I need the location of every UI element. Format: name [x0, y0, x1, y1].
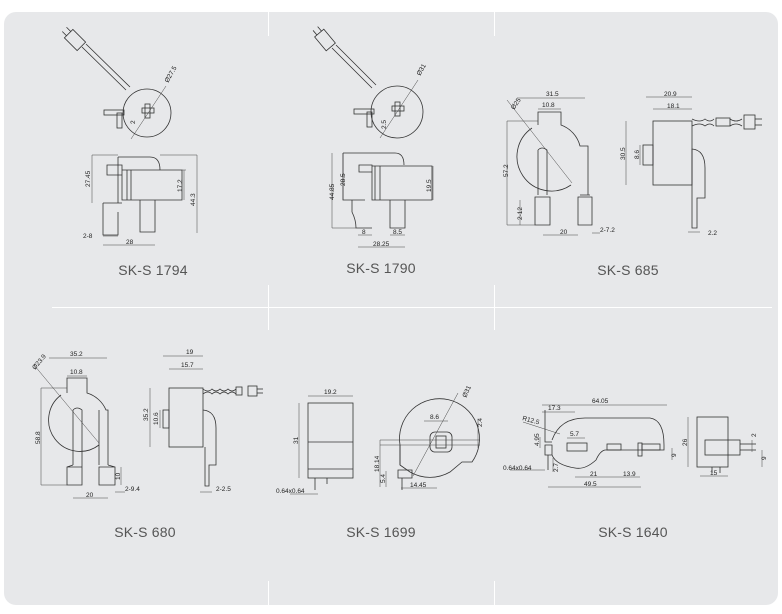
- dimension-label: 44.3: [190, 193, 197, 206]
- dimension-label: 19.2: [324, 389, 337, 396]
- dimension-label: 28.25: [373, 241, 390, 248]
- dimension-label: 17.2: [177, 179, 184, 192]
- dimension-label: 13.9: [623, 471, 636, 478]
- dimension-label: 8.5: [393, 229, 402, 236]
- product-name: SK-S 1699: [346, 524, 416, 540]
- dimension-label: 28.5: [340, 173, 347, 186]
- divider: [268, 581, 269, 605]
- dimension-label: Ø25: [510, 97, 523, 111]
- product-grid-panel: [4, 12, 778, 605]
- dimension-label: 2.7: [553, 463, 560, 472]
- divider: [494, 581, 495, 605]
- dimension-label: 0.64x0.64: [276, 488, 305, 495]
- drawing-sk-s-685: Ø25 31.5 10.8 57.2 2-12 20 2-7.2 20.9 18…: [503, 91, 762, 237]
- drawing-sk-s-1640: 64.05 17.3 R12.5 5.7 4.95 2.7 0.64x0.64 …: [503, 398, 768, 488]
- dimension-label: 2: [130, 120, 137, 124]
- divider: [494, 12, 495, 36]
- dimension-label: 35.2: [143, 408, 150, 421]
- dimension-label: 18.14: [374, 455, 381, 472]
- drawing-sk-s-1794: Ø27.5 2 27.45 17.2 44.3 2-8 28: [61, 26, 198, 246]
- dimension-label: 8.6: [430, 414, 439, 421]
- dimension-label: 2.5: [381, 120, 388, 129]
- dimension-label: 5.7: [570, 431, 579, 438]
- dimension-label: 5.4: [380, 474, 387, 483]
- dimension-label: Ø31: [416, 63, 428, 77]
- dimension-label: 27.45: [85, 170, 92, 187]
- dimension-label: 2-9.4: [125, 486, 140, 493]
- dimension-label: 31.5: [546, 91, 559, 98]
- dimension-label: 15.7: [181, 362, 194, 369]
- dimension-label: R12.5: [521, 415, 540, 426]
- dimension-label: 2: [751, 433, 758, 437]
- dimension-label: 4.95: [534, 433, 541, 446]
- dimension-label: 18.1: [667, 103, 680, 110]
- dimension-label: 14.45: [410, 482, 427, 489]
- dimension-label: 20.9: [664, 91, 677, 98]
- product-name: SK-S 1790: [346, 260, 416, 276]
- dimension-label: 28: [126, 239, 134, 246]
- dimension-label: 8.6: [634, 150, 641, 159]
- dimension-label: 10.6: [153, 412, 160, 425]
- dimension-label: 26: [682, 438, 689, 446]
- dimension-label: 10: [115, 472, 122, 480]
- dimension-label: 2.2: [708, 230, 717, 237]
- dimension-label: 0.64x0.64: [503, 465, 532, 472]
- drawing-sk-s-680: Ø23.9 35.2 10.8 58.8 10 20 2-9.4 19 15.7…: [31, 349, 263, 499]
- dimension-label: 58.8: [35, 431, 42, 444]
- product-name: SK-S 1640: [598, 524, 668, 540]
- dimension-label: 10.8: [70, 369, 83, 376]
- dimension-label: 30.5: [620, 147, 627, 160]
- dimension-label: 9: [671, 453, 678, 457]
- dimension-label: 57.2: [503, 164, 510, 177]
- drawing-sk-s-1790: Ø31 2.5 44.85 28.5 19.5 8 8.5 28.25: [312, 26, 434, 248]
- dimension-label: 21: [590, 471, 598, 478]
- dimension-label: 17.3: [548, 405, 561, 412]
- dimension-label: 31: [293, 436, 300, 444]
- dimension-label: 2-12: [517, 207, 524, 220]
- product-name: SK-S 680: [114, 524, 176, 540]
- dimension-label: 19.5: [426, 179, 433, 192]
- dimension-label: 15: [710, 470, 718, 477]
- dimension-label: 44.85: [329, 183, 336, 200]
- dimension-label: 9: [761, 456, 768, 460]
- dimension-label: 2-7.2: [600, 227, 615, 234]
- dimension-label: 2-8: [83, 233, 93, 240]
- dimension-label: 64.05: [592, 398, 609, 405]
- dimension-label: 35.2: [70, 351, 83, 358]
- product-name: SK-S 685: [597, 262, 659, 278]
- dimension-label: Ø27.5: [164, 65, 179, 84]
- dimension-label: 2-2.5: [216, 486, 231, 493]
- row-divider: [52, 307, 772, 308]
- drawing-sk-s-1699: 19.2 31 0.64x0.64 Ø31 8.6 2.4 18.14 5.4 …: [276, 384, 484, 495]
- dimension-label: 20: [560, 229, 568, 236]
- dimension-label: Ø23.9: [31, 353, 48, 371]
- dimension-label: Ø31: [461, 384, 473, 398]
- product-name: SK-S 1794: [118, 262, 188, 278]
- dimension-label: 49.5: [584, 481, 597, 488]
- divider: [268, 12, 269, 36]
- dimension-label: 19: [186, 349, 194, 356]
- dimension-label: 20: [86, 492, 94, 499]
- dimension-label: 10.8: [542, 102, 555, 109]
- dimension-label: 2.4: [477, 418, 484, 427]
- dimension-label: 8: [362, 229, 366, 236]
